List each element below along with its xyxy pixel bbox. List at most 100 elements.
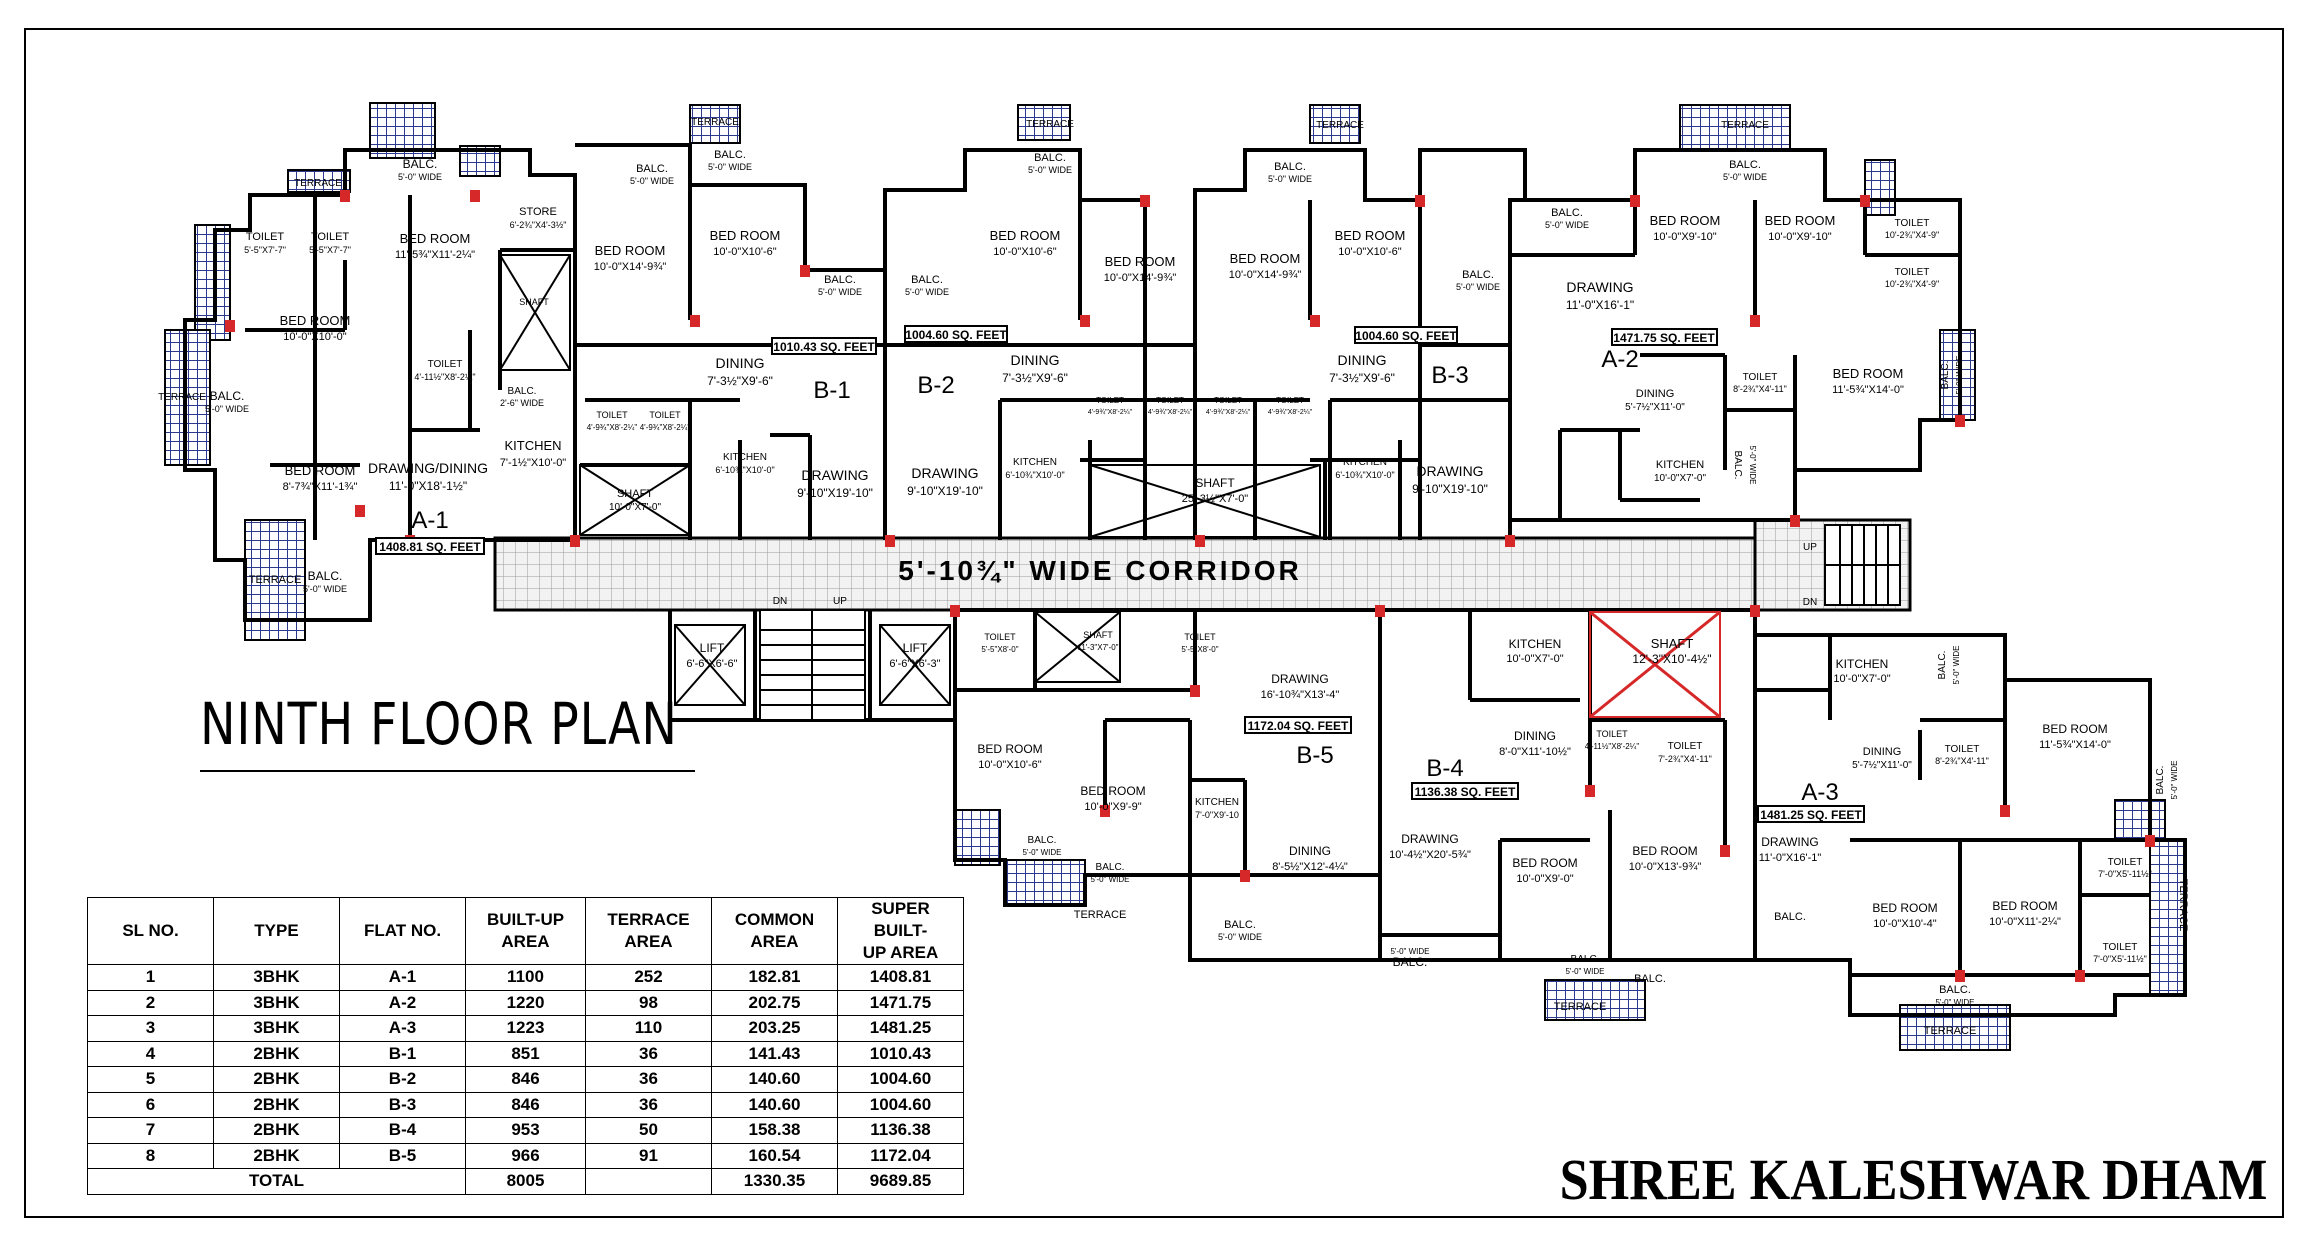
table-cell: 1 bbox=[87, 964, 214, 991]
table-cell: 2BHK bbox=[213, 1117, 340, 1144]
room-dim: 10'-0"X9'-10" bbox=[1653, 231, 1716, 243]
room-dim: 6'-10¾"X10'-0" bbox=[1005, 470, 1064, 480]
table-cell: 1100 bbox=[465, 964, 586, 991]
room-dim: 10'-4½"X20'-5¾" bbox=[1389, 849, 1471, 861]
room-label: BALC. bbox=[1732, 451, 1743, 480]
table-cell: 2BHK bbox=[213, 1091, 340, 1118]
room-dim: 4'-9¾"X8'-2¼" bbox=[587, 423, 638, 432]
room-label: KITCHEN bbox=[1013, 457, 1057, 468]
table-header: FLAT NO. bbox=[339, 897, 466, 965]
flat-name-b4: B-4 bbox=[1426, 755, 1463, 782]
room-label: BED ROOM bbox=[990, 228, 1061, 243]
flat-area-a2: 1471.75 SQ. FEET bbox=[1613, 331, 1715, 345]
table-cell: 8005 bbox=[465, 1168, 586, 1195]
room-dim: 5'-0" WIDE bbox=[1723, 172, 1767, 182]
flat-name-b3: B-3 bbox=[1431, 362, 1468, 389]
room-label: TOILET bbox=[1096, 396, 1124, 405]
room-label: TERRACE bbox=[1924, 1025, 1977, 1037]
table-cell: B-1 bbox=[339, 1040, 466, 1067]
room-dim: 11'-5¾"X11'-2¼" bbox=[395, 249, 475, 261]
drawing-frame bbox=[24, 28, 2284, 1218]
room-label: DINING bbox=[1011, 352, 1060, 368]
room-label: SHAFT bbox=[1083, 630, 1113, 640]
room-label: BED ROOM bbox=[977, 742, 1042, 756]
room-dim: 5'-0" WIDE bbox=[1268, 174, 1312, 184]
room-dim: 4'-9¾"X8'-2¼" bbox=[640, 423, 691, 432]
room-label: TOILET bbox=[1156, 396, 1184, 405]
room-label: BED ROOM bbox=[285, 463, 356, 478]
room-dim: 5'-0" WIDE bbox=[1090, 875, 1129, 884]
table-cell: 851 bbox=[465, 1040, 586, 1067]
stairs bbox=[759, 524, 1901, 721]
room-dim: 16'-10¾"X13'-4" bbox=[1261, 689, 1340, 701]
room-dim: 5'-0" WIDE bbox=[1545, 220, 1589, 230]
room-dim: 5'-0" WIDE bbox=[905, 287, 949, 297]
room-dim: 7'-3½"X9'-6" bbox=[1329, 371, 1395, 385]
room-label: BALC. bbox=[508, 386, 537, 397]
room-label: BALC. bbox=[1940, 361, 1951, 390]
table-cell: 158.38 bbox=[711, 1117, 838, 1144]
room-dim: 10'-0"X14'-9¾" bbox=[1104, 272, 1177, 284]
room-dim: 7'-2¾"X4'-11" bbox=[1658, 754, 1712, 764]
room-dim: 4'-11½"X8'-2¼" bbox=[1585, 742, 1640, 751]
room-dim: 11'-0"X16'-1" bbox=[1566, 298, 1634, 312]
table-cell: B-2 bbox=[339, 1066, 466, 1093]
table-header: BUILT-UP AREA bbox=[465, 897, 586, 965]
room-label: DINING bbox=[716, 355, 765, 371]
table-cell: 7 bbox=[87, 1117, 214, 1144]
table-cell: TOTAL bbox=[87, 1168, 466, 1195]
room-label: STORE bbox=[519, 206, 557, 218]
room-dim: 10'-2¾"X4'-9" bbox=[1885, 279, 1939, 289]
stair-label: UP bbox=[833, 596, 847, 607]
room-label: SHAFT bbox=[617, 488, 653, 500]
room-dim: 7'-0"X9'-10 bbox=[1195, 810, 1239, 820]
flat-labels: A-1 1408.81 SQ. FEET B-1 1010.43 SQ. FEE… bbox=[375, 325, 1865, 823]
table-cell: 160.54 bbox=[711, 1142, 838, 1169]
room-dim: 5'-0" WIDE bbox=[398, 172, 442, 182]
room-label: TERRACE bbox=[1074, 909, 1127, 921]
room-dim: 5'-0" WIDE bbox=[1955, 355, 1964, 394]
table-cell: A-3 bbox=[339, 1015, 466, 1042]
room-dim: 11'-0"X16'-1" bbox=[1759, 852, 1822, 864]
room-dim: 5'-0" WIDE bbox=[205, 404, 249, 414]
room-label: BALC. bbox=[1939, 984, 1971, 996]
table-cell: 2BHK bbox=[213, 1066, 340, 1093]
room-dim: 8'-0"X11'-10½" bbox=[1499, 746, 1571, 758]
table-cell: 8 bbox=[87, 1142, 214, 1169]
table-cell: 140.60 bbox=[711, 1091, 838, 1118]
table-cell: 1004.60 bbox=[837, 1066, 964, 1093]
table-cell: 202.75 bbox=[711, 989, 838, 1016]
flat-area-b5: 1172.04 SQ. FEET bbox=[1248, 719, 1349, 733]
room-dim: 5'-0" WIDE bbox=[1935, 998, 1974, 1007]
room-label: KITCHEN bbox=[504, 438, 561, 453]
room-label: BALC. bbox=[714, 149, 746, 161]
room-dim: 8'-2¾"X4'-11" bbox=[1935, 756, 1989, 766]
corridor: 5'-10¾" WIDE CORRIDOR bbox=[493, 518, 1912, 612]
room-label: DRAWING bbox=[1416, 463, 1483, 479]
room-label: BALC. bbox=[1937, 651, 1948, 680]
project-name: SHREE KALESHWAR DHAM bbox=[1559, 1147, 2267, 1212]
room-dim: 5'-0" WIDE bbox=[303, 584, 347, 594]
room-dim: 10'-0"X10'-4" bbox=[1873, 918, 1936, 930]
table-cell: 1330.35 bbox=[711, 1168, 838, 1195]
room-label: BALC. bbox=[1729, 159, 1761, 171]
room-label: KITCHEN bbox=[1656, 459, 1704, 471]
room-dim: 6'-10¾"X10'-0" bbox=[1335, 470, 1394, 480]
table-header: TERRACE AREA bbox=[585, 897, 712, 965]
room-dim: 7'-3½"X9'-6" bbox=[707, 374, 773, 388]
flat-area-b1: 1010.43 SQ. FEET bbox=[773, 340, 875, 354]
room-label: BED ROOM bbox=[400, 231, 471, 246]
room-label: BED ROOM bbox=[1765, 213, 1836, 228]
room-label: KITCHEN bbox=[723, 452, 767, 463]
stair-label: UP bbox=[1803, 542, 1817, 553]
table-cell: 140.60 bbox=[711, 1066, 838, 1093]
room-dim: 5'-0" WIDE bbox=[708, 162, 752, 172]
room-label: DRAWING bbox=[911, 465, 978, 481]
room-dim: 10'-0"X7'-0" bbox=[1654, 473, 1707, 484]
room-dim: 8'-2¾"X4'-11" bbox=[1733, 384, 1787, 394]
table-cell: 966 bbox=[465, 1142, 586, 1169]
room-dim: 10'-0"X7'-0" bbox=[609, 502, 662, 513]
room-label: BED ROOM bbox=[1872, 901, 1937, 915]
